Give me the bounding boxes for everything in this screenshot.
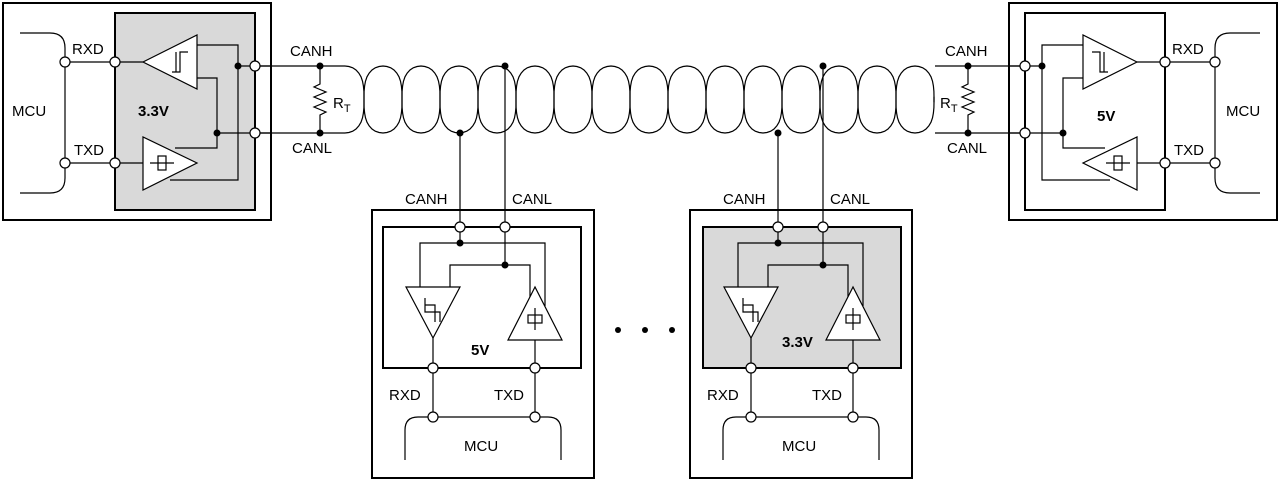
supply-label: 5V: [1097, 108, 1115, 125]
rxd-label: RXD: [707, 387, 739, 404]
supply-label: 3.3V: [782, 334, 813, 351]
supply-label: 5V: [471, 342, 489, 359]
terminator-label: R: [333, 95, 344, 112]
terminator-resistor-left: RT: [312, 62, 351, 137]
canl-wire: [344, 65, 935, 134]
canh-wire: [344, 65, 935, 134]
svg-text:RT: RT: [333, 95, 351, 115]
txd-label: TXD: [1174, 142, 1204, 159]
txd-label: TXD: [812, 387, 842, 404]
mcu-label: MCU: [782, 438, 816, 455]
transceiver-box: [702, 226, 902, 369]
terminator-subscript: T: [951, 103, 958, 115]
rxd-label: RXD: [72, 41, 104, 58]
node-bus-2: CANH CANL 3.3V RXD TXD MCU: [689, 65, 913, 479]
terminator-subscript: T: [344, 103, 351, 115]
canh-label: CANH: [723, 191, 766, 208]
bus-canh-label-left: CANH: [290, 43, 333, 60]
txd-label: TXD: [74, 142, 104, 159]
mcu-label: MCU: [12, 103, 46, 120]
supply-label: 3.3V: [138, 103, 169, 120]
twisted-pair-bus: [344, 65, 935, 134]
mcu-label: MCU: [1226, 103, 1260, 120]
mcu-label: MCU: [464, 438, 498, 455]
terminator-label: R: [940, 95, 951, 112]
rxd-label: RXD: [389, 387, 421, 404]
node-right: MCU RXD TXD 5V: [1007, 2, 1278, 221]
terminator-resistor-right: RT: [940, 62, 976, 137]
rxd-label: RXD: [1172, 41, 1204, 58]
canl-label: CANL: [830, 191, 870, 208]
node-bus-1: CANH CANL 5V RXD TXD MCU: [371, 65, 595, 479]
node-left: MCU RXD TXD 3.3V: [2, 2, 273, 221]
svg-text:RT: RT: [940, 95, 958, 115]
bus-canl-label-left: CANL: [292, 140, 332, 157]
bus-canl-label-right: CANL: [947, 140, 987, 157]
canl-label: CANL: [512, 191, 552, 208]
bus-canh-label-right: CANH: [945, 43, 988, 60]
canh-label: CANH: [405, 191, 448, 208]
txd-label: TXD: [494, 387, 524, 404]
ellipsis-more-nodes: [615, 327, 675, 333]
